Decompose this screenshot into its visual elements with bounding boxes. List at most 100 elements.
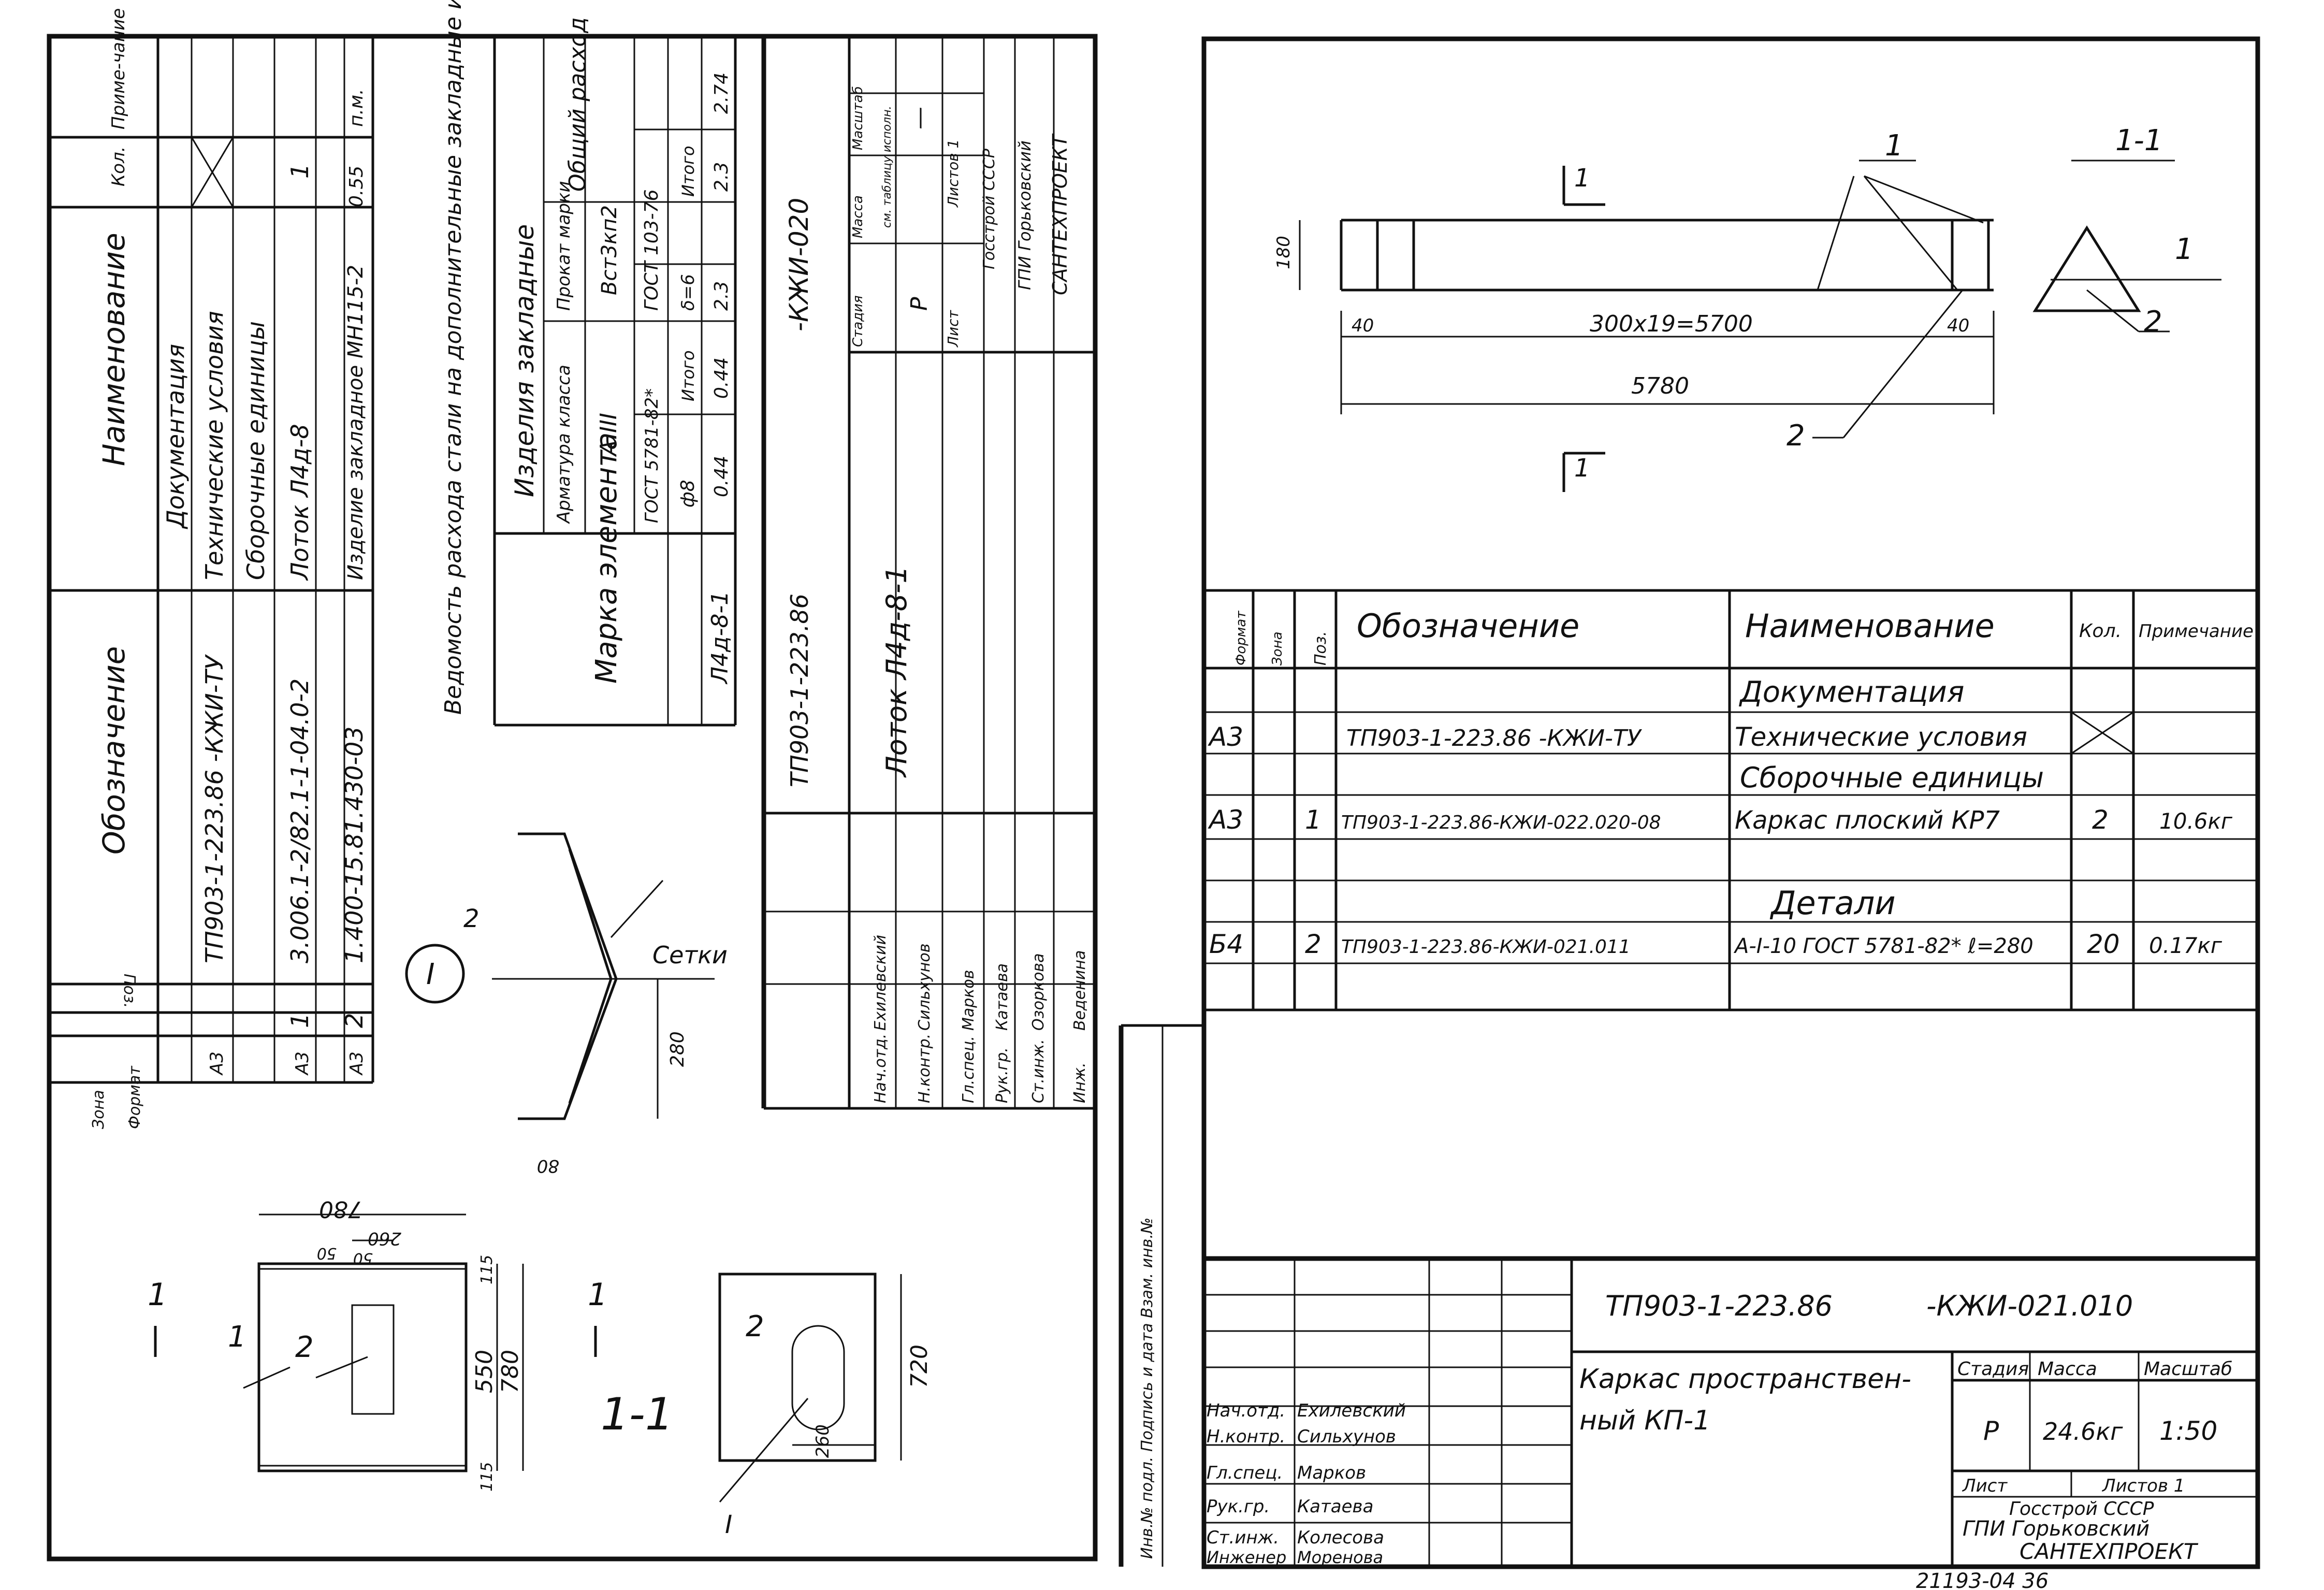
left-tb-org1: Госстрой СССР [980, 148, 998, 269]
right-row-3-designation: ТП903-1-223.86-КЖИ-022.020-08 [1341, 812, 1661, 833]
steel-rolled-gost: ГОСТ 103-76 [641, 190, 662, 311]
right-signer-1-role: Н.контр. [1207, 1426, 1285, 1447]
left-header-qty: Кол. [108, 147, 129, 186]
left-signer-3-role: Рук.гр. [993, 1047, 1011, 1103]
steel-rolled: Прокат марки [554, 181, 574, 311]
left-row-0-name: Документация [162, 344, 190, 529]
right-header-designation: Обозначение [1357, 607, 1579, 645]
left-signer-5-role: Инж. [1071, 1062, 1089, 1103]
left-row-4-pos: 2 [340, 1013, 368, 1028]
left-header-format: Формат [126, 1065, 144, 1129]
left-drawing-text: I Сетки 1-1 780 260 50 50 115 550 780 11… [148, 904, 933, 1539]
steel-armature: Арматура класса [554, 365, 574, 524]
dim-50a: 50 [317, 1244, 337, 1262]
right-callout-2: 2 [1786, 419, 1805, 453]
left-row-4-qty: 0.55 [346, 166, 367, 207]
left-section-view [718, 1273, 902, 1502]
right-header-note: Примечание [2139, 621, 2254, 642]
right-tb-sheets-label: Листов 1 [2101, 1476, 2185, 1496]
left-callout-2c: 2 [463, 904, 480, 933]
right-tb-stage-label: Стадия [1957, 1358, 2029, 1380]
left-steel-table [493, 36, 737, 727]
right-side-stamp: Инв.№ подл. Подпись и дата Взам. инв.№ [1138, 1218, 1156, 1559]
right-dim-180: 180 [1273, 236, 1294, 269]
right-tb-scale: 1:50 [2159, 1416, 2217, 1446]
right-tb-stage: Р [1983, 1416, 1999, 1446]
left-tb-org3: САНТЕХПРОЕКТ [1049, 133, 1071, 295]
left-section-label: 1-1 [601, 1389, 673, 1440]
left-tb-sheets-label: Листов 1 [945, 139, 962, 208]
right-tb-sheet-label: Лист [1962, 1476, 2008, 1496]
left-cut-mark-a: 1 [148, 1277, 167, 1313]
right-sheet [1119, 36, 2260, 1569]
steel-overall: Общий расход [564, 17, 591, 192]
steel-total2: Итого [678, 146, 698, 197]
right-drawing-text: 1-1 180 40 300x19=5700 40 5780 1 1 1 2 1… [1273, 124, 2194, 483]
right-dim-span: 300x19=5700 [1590, 311, 1753, 337]
right-signer-2-role: Гл.спец. [1207, 1463, 1283, 1483]
left-row-3-pos: 1 [286, 1013, 314, 1028]
left-header-zone: Зона [90, 1090, 108, 1129]
right-row-1-format: А3 [1208, 722, 1243, 752]
steel-val-3: 2.3 [711, 162, 732, 192]
right-row-5-designation: ТП903-1-223.86-КЖИ-021.011 [1341, 936, 1631, 958]
left-header-pos: Поз. [120, 974, 138, 1008]
right-signer-0-role: Нач.отд. [1207, 1400, 1285, 1421]
steel-val-4: 2.74 [711, 73, 732, 114]
right-title-block [1204, 1256, 2258, 1567]
steel-armature-gost: ГОСТ 5781-82* [642, 388, 662, 523]
dim-260: 260 [368, 1228, 401, 1249]
left-row-1-designation: ТП903-1-223.86 -КЖИ-ТУ [200, 654, 228, 963]
right-title-block-text: ТП903-1-223.86 -КЖИ-021.010 Каркас прост… [1207, 1290, 2232, 1567]
right-signer-4-name: Колесова [1297, 1527, 1384, 1548]
dim-50b: 50 [353, 1249, 373, 1267]
right-tb-code-suffix: -КЖИ-021.010 [1926, 1290, 2133, 1322]
right-row-3-name: Каркас плоский КР7 [1735, 806, 2000, 835]
left-section-roman: I [725, 1510, 732, 1539]
left-row-4-name: Изделие закладное МН115-2 [344, 265, 368, 580]
left-signer-4-name: Озоркова [1029, 953, 1048, 1031]
left-header-designation: Обозначение [96, 646, 132, 855]
left-tb-mass-label: Масса [850, 195, 866, 238]
right-tb-org2: ГПИ Горьковский [1963, 1517, 2149, 1541]
left-row-3-name: Лоток Л4д-8 [286, 424, 314, 581]
right-row-3-note: 10.6кг [2159, 808, 2233, 834]
right-signer-1-name: Сильхунов [1297, 1426, 1396, 1447]
right-dim-40b: 40 [1947, 315, 1969, 336]
left-tb-scale: — [906, 107, 933, 129]
right-row-5-name: А-I-10 ГОСТ 5781-82* ℓ=280 [1733, 934, 2034, 958]
right-spec-table [1204, 589, 2258, 1011]
left-tb-org2: ГПИ Горьковский [1015, 140, 1035, 290]
steel-val-1: 0.44 [711, 357, 732, 399]
right-row-4-name: Детали [1769, 884, 1896, 922]
right-signer-3-role: Рук.гр. [1207, 1496, 1270, 1517]
right-callout-1: 1 [1885, 129, 1904, 163]
steel-val-2: 2.3 [711, 281, 732, 311]
left-row-3-designation: 3.006.1-2/82.1-1-04.0-2 [286, 678, 314, 963]
left-row-3-qty: 1 [286, 164, 314, 179]
steel-col-mark: Марка элемента [590, 432, 623, 684]
right-row-1-name: Технические условия [1735, 722, 2027, 752]
steel-group: Изделия закладные [510, 224, 540, 497]
right-footer-number: 21193-04 36 [1916, 1569, 2049, 1590]
dim-115b: 115 [478, 1462, 496, 1492]
right-signer-3-name: Катаева [1297, 1496, 1373, 1517]
steel-delta: δ=6 [678, 274, 699, 311]
right-spec-text: Формат Зона Поз. Обозначение Наименовани… [1208, 607, 2254, 959]
left-row-2-name: Сборочные единицы [242, 321, 270, 580]
left-header-name: Наименование [96, 233, 132, 466]
right-section-callout-1: 1 [2175, 233, 2194, 266]
right-signer-5-role: Инженер [1207, 1548, 1286, 1567]
right-row-5-note: 0.17кг [2149, 933, 2223, 958]
steel-rolled-grade: Вст3кп2 [598, 205, 621, 295]
steel-armature-class: А III [595, 413, 622, 457]
dim-550: 550 [471, 1350, 498, 1393]
left-tb-code-suffix: -КЖИ-020 [784, 198, 814, 331]
right-row-3-qty: 2 [2092, 805, 2109, 835]
left-detail-label: I [426, 958, 435, 991]
right-elevation-view [1299, 160, 1995, 492]
right-row-5-pos: 2 [1305, 929, 1321, 959]
left-detail-view [405, 832, 715, 1120]
left-tb-stage: Р [906, 297, 933, 311]
dim-80: 80 [537, 1155, 559, 1176]
